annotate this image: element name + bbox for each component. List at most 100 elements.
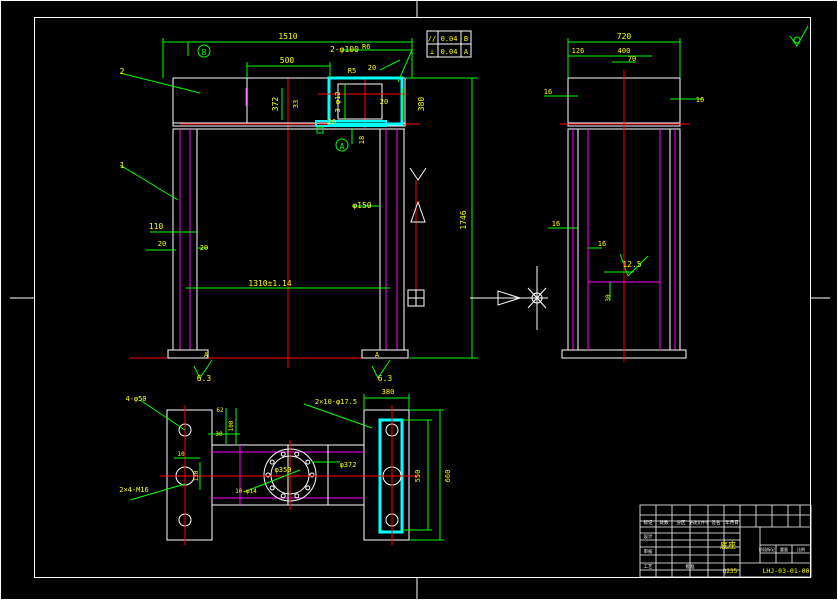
bolt-hole	[269, 485, 275, 491]
general-roughness	[789, 25, 809, 47]
dim-top-small: 20	[368, 64, 376, 72]
side-mid-inner: 16	[598, 240, 606, 248]
plan-dimension-lines	[129, 394, 444, 541]
foot-left[interactable]	[167, 349, 209, 359]
plan-left-dia: 130	[193, 470, 200, 481]
datum-a-circle	[335, 138, 349, 152]
dim-span: 1310±1.14	[248, 279, 292, 288]
front-section-marks: B A	[193, 44, 649, 379]
side-dimension-lines	[544, 38, 704, 300]
tb-header-date: 年月日	[725, 519, 739, 526]
bolt-hole	[309, 472, 315, 478]
top-beam-outline[interactable]	[172, 77, 406, 127]
front-view[interactable]: B A 1510 500 2-φ100 R6 R5 20	[119, 30, 649, 383]
plan-left-plate[interactable]	[166, 409, 213, 541]
tb-scale: 比例	[797, 546, 805, 552]
dim-small-radius: R6	[362, 43, 370, 51]
side-mid-left: 16	[552, 220, 560, 228]
hatch-base	[315, 120, 387, 127]
foot-mark-left: A	[204, 351, 209, 359]
bolt-hole	[305, 459, 311, 465]
tb-header-mark: 标记	[644, 519, 653, 526]
callout-1: 1	[120, 161, 125, 170]
tb-header-sign: 签名	[712, 519, 721, 526]
callout-2: 2	[120, 67, 125, 76]
bolt-hole	[280, 451, 286, 457]
dim-weld-h: 18	[358, 136, 366, 144]
plan-dimension-texts: 4-φ50 62 30 100 10 130 2×4-M16 φ350 10-φ…	[119, 388, 452, 495]
tb-material: Q235	[723, 568, 738, 575]
inner-border	[34, 17, 811, 578]
side-left-offset: 126	[572, 47, 585, 55]
side-overall-width: 720	[617, 32, 632, 41]
tol-value-2: 0.04	[441, 48, 458, 56]
plan-left-h2: 30	[215, 431, 223, 438]
plan-left-h1: 62	[216, 407, 224, 414]
tb-role-process: 工艺	[644, 564, 653, 570]
side-outline[interactable]	[561, 77, 687, 359]
plan-right-inner-h: 550	[414, 470, 422, 483]
front-dimension-texts: 1510 500 2-φ100 R6 R5 20 372 33 3-φ12 20…	[120, 32, 468, 383]
dim-leg-width: 110	[149, 222, 164, 231]
side-right-thk: 16	[696, 96, 704, 104]
side-left-thk: 16	[544, 88, 552, 96]
plan-left-small: 10	[177, 451, 185, 458]
front-legs[interactable]	[167, 88, 409, 359]
plan-right-width: 380	[382, 388, 395, 396]
dim-beam-height: 372	[271, 97, 280, 112]
tb-role-approve: 批准	[686, 563, 695, 570]
dim-overall-width: 1510	[278, 32, 297, 41]
bolt-hole	[294, 451, 300, 457]
tol-symbol-2: ⊥	[430, 48, 434, 56]
plan-bolt-ring	[265, 451, 315, 499]
leg-left[interactable]	[172, 128, 198, 351]
tb-header-count: 处数	[660, 519, 669, 526]
foot-mark-right: A	[375, 351, 380, 359]
dim-inner-h: 33	[292, 100, 300, 108]
roughness-left	[193, 359, 213, 379]
tb-header-doc: 更改文件号	[689, 519, 709, 525]
roughness-check-icon	[789, 25, 809, 47]
tol-datum-1: B	[464, 35, 468, 43]
plan-center-pcd: φ350	[275, 466, 292, 474]
arrow-y-mark	[409, 167, 427, 181]
dim-weld-w: 20	[328, 118, 336, 126]
side-inner-width: 400	[618, 47, 631, 55]
foot-right[interactable]	[361, 349, 409, 359]
side-flange-ra: 12.5	[622, 260, 641, 269]
tol-datum-2: A	[464, 48, 469, 56]
dim-hole-spec: 2-φ100	[330, 45, 359, 54]
title-block-border	[639, 504, 812, 578]
title-block-texts: 标记 处数 分区 更改文件号 签名 年月日 设计 审核 工艺 批准 阶段标记 重…	[644, 519, 810, 575]
datum-b-label: B	[202, 48, 207, 57]
dim-leg-off: 20	[158, 240, 166, 248]
side-view[interactable]: 720 126 400 70 16 16 16 16 12.5 30	[544, 32, 704, 362]
leg-right[interactable]	[379, 128, 405, 351]
plan-bolt-spec: 2×4-M16	[119, 486, 149, 494]
plan-view[interactable]: 4-φ50 62 30 100 10 130 2×4-M16 φ350 10-φ…	[119, 388, 452, 545]
tb-role-design: 设计	[644, 533, 653, 540]
plan-left-mid: 100	[228, 420, 235, 431]
dim-pipe-dia: φ150	[352, 201, 371, 210]
tb-header-zone: 分区	[677, 519, 686, 526]
bolt-hole	[269, 459, 275, 465]
title-block[interactable]	[639, 504, 812, 578]
roughness-right	[371, 359, 391, 379]
datum-a-label: A	[340, 142, 345, 151]
datum-b-circle	[197, 44, 211, 58]
bolt-hole	[280, 493, 286, 499]
dim-overall-height: 1746	[459, 210, 468, 229]
dim-plate-h: 380	[417, 97, 426, 112]
side-center-w: 70	[628, 55, 636, 63]
bolt-hole	[305, 485, 311, 491]
side-dimension-texts: 720 126 400 70 16 16 16 16 12.5 30	[544, 32, 704, 302]
plan-center-bolts: 10-φ14	[235, 488, 257, 495]
tb-weight: 重量	[780, 546, 788, 552]
plan-right-outer-h: 660	[444, 470, 452, 483]
dim-inner-dia: 3-φ12	[334, 91, 342, 112]
side-low-small: 30	[605, 294, 612, 302]
callout-leader-2	[119, 72, 201, 94]
